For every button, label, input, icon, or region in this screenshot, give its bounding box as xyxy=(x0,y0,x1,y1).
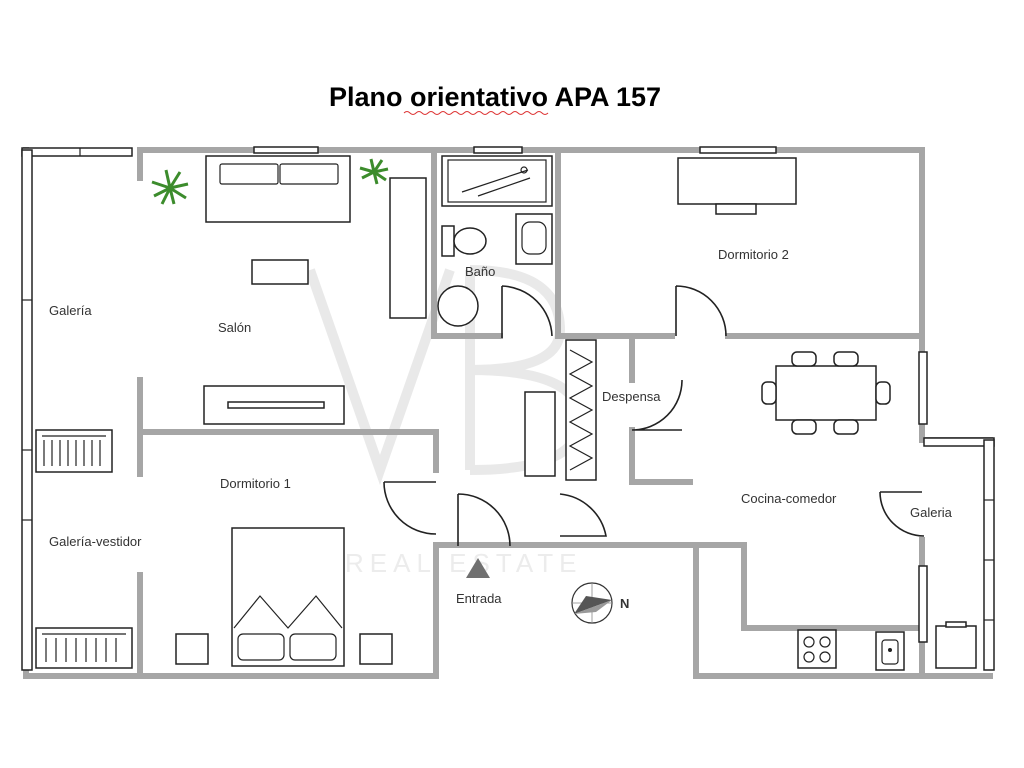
room-label-galeria: Galería xyxy=(49,303,92,318)
nightstand xyxy=(359,633,393,665)
plant-icon xyxy=(151,169,189,205)
window-galeria-inner xyxy=(918,565,928,643)
room-label-despensa: Despensa xyxy=(602,389,661,404)
dormitorio2-furniture xyxy=(677,157,797,215)
coffee-table xyxy=(251,259,309,285)
washing-machine-icon xyxy=(935,621,977,669)
room-label-dormitorio-1: Dormitorio 1 xyxy=(220,476,291,491)
entrance-arrow-icon xyxy=(466,558,490,578)
bidet xyxy=(437,285,479,327)
bathroom-fixtures xyxy=(437,155,553,327)
room-label-dormitorio-2: Dormitorio 2 xyxy=(718,247,789,262)
window-galeria-right xyxy=(983,439,995,671)
door-hall xyxy=(559,493,607,537)
double-bed xyxy=(231,527,345,667)
nightstand xyxy=(175,633,209,665)
windows xyxy=(21,146,995,671)
toilet-tank xyxy=(441,225,455,257)
sink-icon xyxy=(875,631,905,671)
salon-furniture xyxy=(203,155,427,425)
spellcheck-underline xyxy=(403,111,549,115)
dining-set xyxy=(761,351,891,435)
compass-north-label: N xyxy=(620,596,629,611)
walls xyxy=(23,147,993,679)
sideboard xyxy=(389,177,427,319)
hall-cabinet xyxy=(524,391,556,477)
room-label-cocina-comedor: Cocina-comedor xyxy=(741,491,837,506)
window-cocina xyxy=(918,351,928,425)
watermark-text: REAL ESTATE xyxy=(345,548,582,578)
door-entrada xyxy=(457,493,511,547)
room-label-galeria-vestidor: Galería-vestidor xyxy=(49,534,142,549)
window-bano xyxy=(473,146,523,154)
dining-table xyxy=(775,365,877,421)
door-dormitorio1 xyxy=(383,481,437,535)
wardrobe xyxy=(35,429,113,473)
tv xyxy=(227,401,325,409)
door-galeria xyxy=(879,491,925,537)
desk xyxy=(677,157,797,205)
window-dormitorio2 xyxy=(699,146,777,154)
door-despensa xyxy=(631,379,683,431)
compass-icon xyxy=(571,582,613,624)
desk-chair xyxy=(715,203,757,215)
room-label-entrada: Entrada xyxy=(456,591,502,606)
stove-icon xyxy=(797,629,837,669)
window-left xyxy=(21,149,33,671)
door-dormitorio2 xyxy=(675,285,727,337)
window-top-left xyxy=(21,147,133,157)
despensa-shelf xyxy=(565,339,597,481)
door-bano xyxy=(501,285,553,338)
room-label-salon: Salón xyxy=(218,320,251,335)
plant-icon xyxy=(359,158,389,185)
room-label-galeria-right: Galeria xyxy=(910,505,953,520)
wardrobe xyxy=(35,627,133,669)
plan-title: Plano orientativo APA 157 xyxy=(329,82,661,112)
toilet xyxy=(453,227,487,255)
shower-tray xyxy=(441,155,553,207)
doors xyxy=(383,285,925,547)
room-label-bano: Baño xyxy=(465,264,495,279)
window-salon xyxy=(253,146,319,154)
